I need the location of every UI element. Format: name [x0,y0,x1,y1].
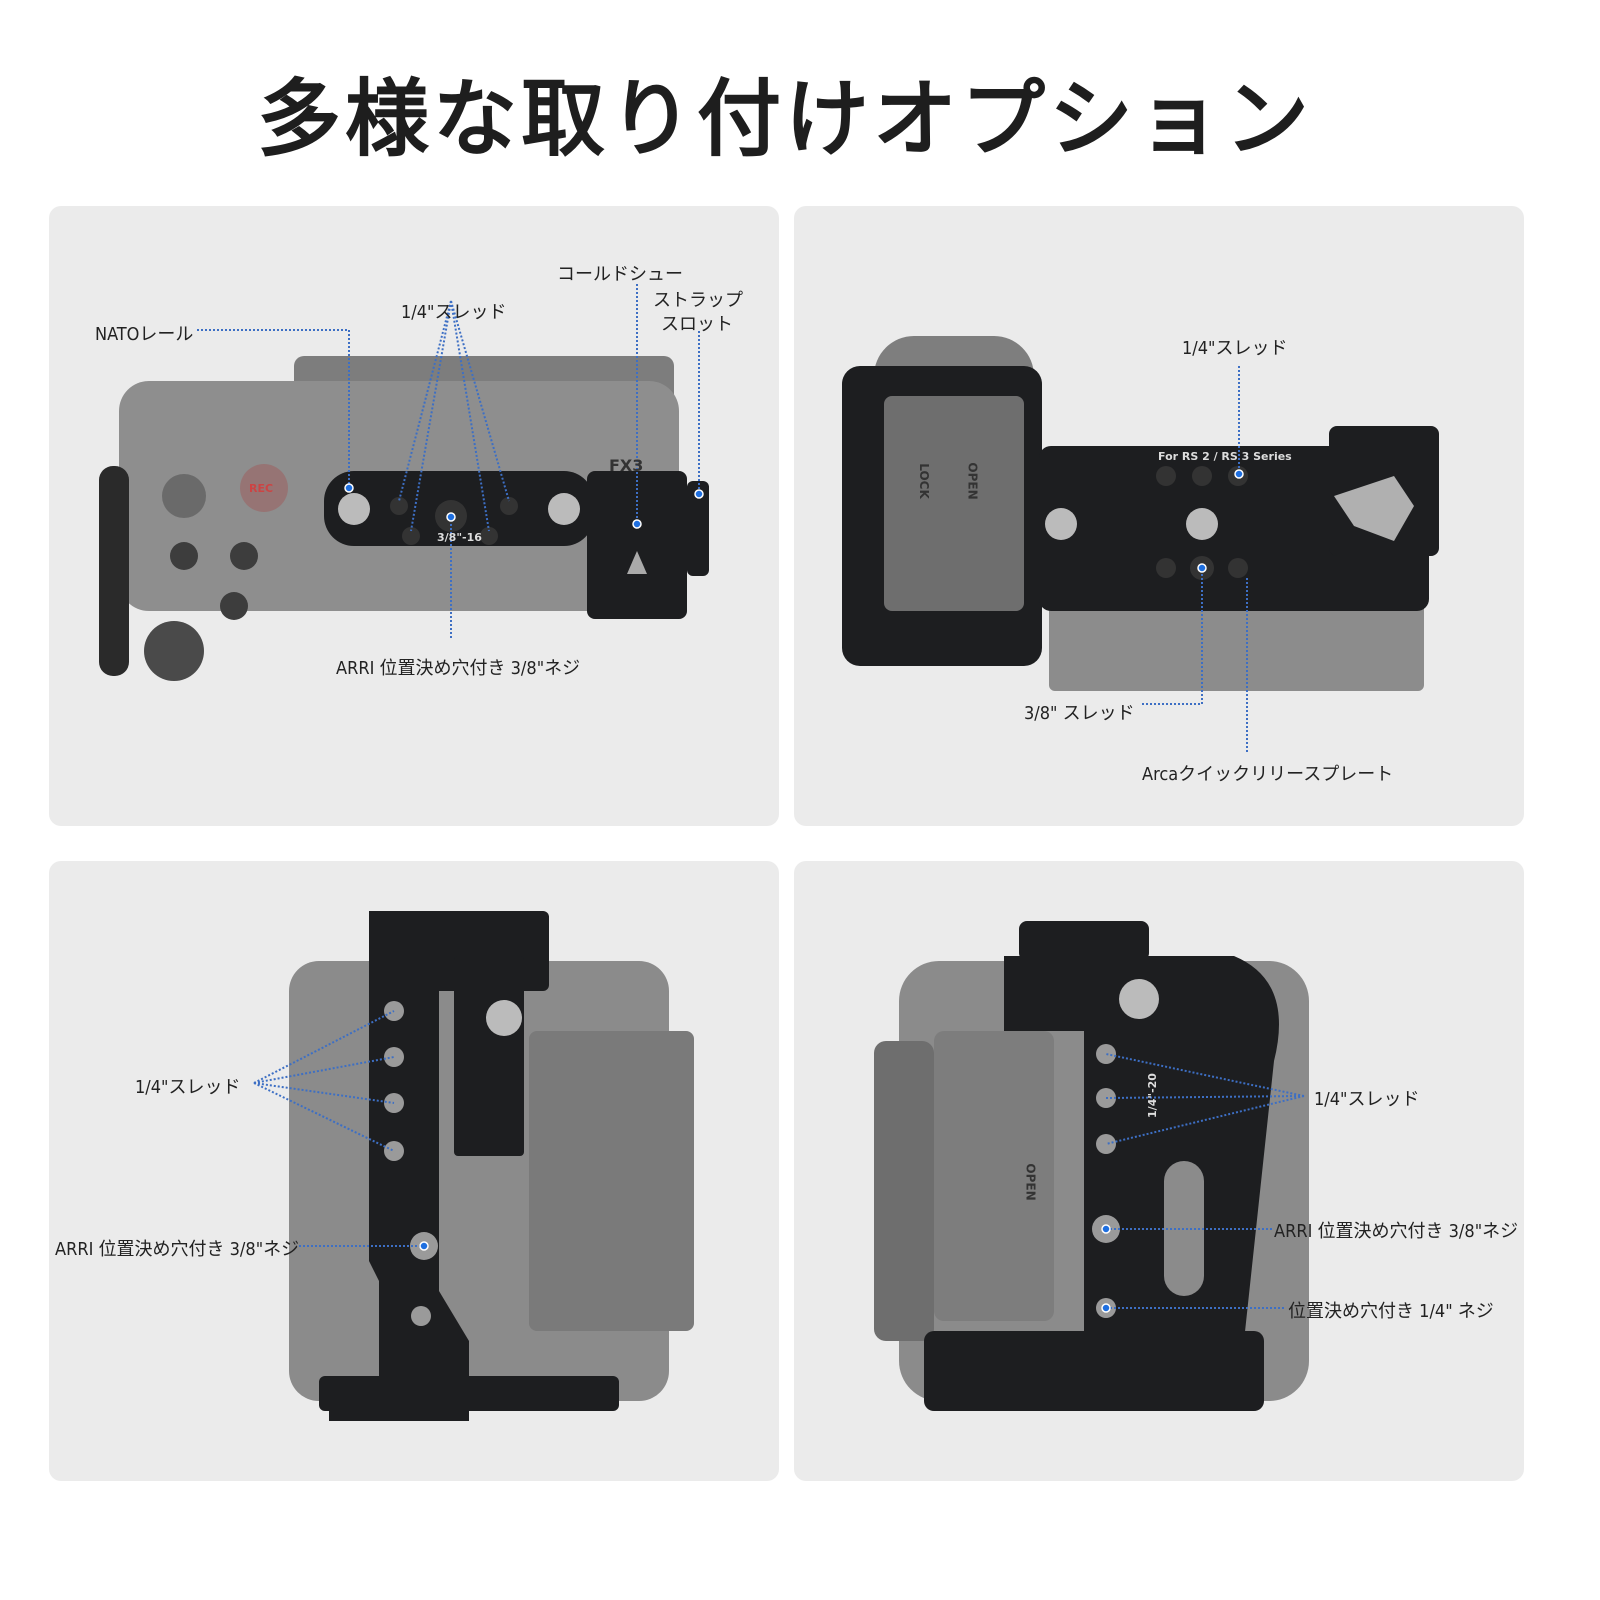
panel-left-side-view: 1/4"スレッド ARRI 位置決め穴付き 3/8"ネジ [49,861,779,1481]
label-three-eighth-thread: 3/8" スレッド [1024,703,1135,724]
camera-side-illustration [253,911,694,1421]
camera-bottom-illustration [842,336,1439,754]
label-arri-thread: ARRI 位置決め穴付き 3/8"ネジ [55,1239,300,1260]
open-marking: OPEN [1023,1163,1038,1201]
panel-right-side-view: 1/4"-20 OPEN 1/4"スレッド ARRI 位置決め穴付き 3/8"ネ… [794,861,1524,1481]
label-cold-shoe: コールドシュー [557,264,683,285]
series-marking: For RS 2 / RS 3 Series [1158,450,1292,463]
panel-top-view: FX3 REC 3/8"-16 NATOレール 1/4"スレッド コールドシュー… [49,206,779,826]
label-locating-quarter-thread: 位置決め穴付き 1/4" ネジ [1288,1301,1494,1322]
label-nato-rail: NATOレール [95,324,194,345]
camera-grip-illustration [874,921,1309,1411]
label-arca-plate: Arcaクイックリリースプレート [1142,764,1394,785]
open-marking: OPEN [965,462,980,500]
fx3-marking: FX3 [609,456,644,475]
label-strap-slot-line1: ストラップ [653,290,743,311]
panel-bottom-view: For RS 2 / RS 3 Series LOCK OPEN 1/4"スレッ… [794,206,1524,826]
label-arri-thread: ARRI 位置決め穴付き 3/8"ネジ [336,658,581,679]
label-arri-thread: ARRI 位置決め穴付き 3/8"ネジ [1274,1221,1519,1242]
label-quarter-thread: 1/4"スレッド [1314,1089,1420,1110]
rec-marking: REC [249,482,274,495]
label-quarter-thread: 1/4"スレッド [1182,338,1288,359]
thread-marking: 1/4"-20 [1145,1073,1159,1118]
thread-marking: 3/8"-16 [437,531,482,544]
camera-top-illustration [99,284,709,681]
label-quarter-thread: 1/4"スレッド [401,302,507,323]
page-title: 多様な取り付けオプション [256,70,1313,168]
label-strap-slot-line2: スロット [661,314,733,335]
lock-marking: LOCK [916,463,931,499]
label-quarter-thread: 1/4"スレッド [135,1077,241,1098]
